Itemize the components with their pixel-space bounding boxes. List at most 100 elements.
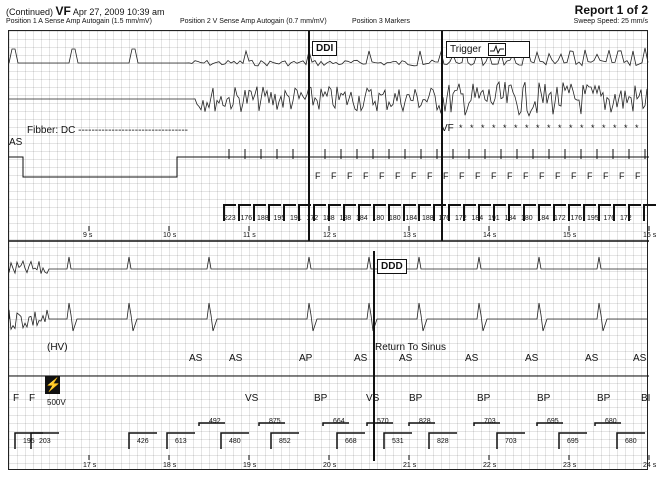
interval-bracket	[568, 204, 581, 221]
interval-value: 188	[422, 215, 434, 222]
vf-marker: *	[547, 123, 551, 133]
interval-bracket	[478, 204, 491, 221]
interval-value: 203	[39, 438, 51, 445]
interval-value: 492	[209, 418, 221, 425]
time-label: 12 s	[323, 232, 337, 239]
vf-marker: *	[558, 123, 562, 133]
bp-marker: BP	[477, 393, 491, 404]
f-marker: F	[347, 171, 353, 181]
time-label: 18 s	[163, 462, 177, 469]
vf-marker: *	[459, 123, 463, 133]
interval-bracket	[428, 432, 457, 449]
interval-bracket	[268, 204, 281, 221]
interval-value: 180	[373, 215, 385, 222]
f-marker: F	[395, 171, 401, 181]
interval-value: 875	[269, 418, 281, 425]
interval-bracket	[538, 204, 551, 221]
f-marker: F	[555, 171, 561, 181]
interval-bracket	[336, 432, 365, 449]
interval-value: 180	[521, 215, 533, 222]
trigger-box: Trigger	[446, 41, 530, 58]
interval-bracket	[30, 432, 59, 449]
interval-bracket	[373, 204, 386, 221]
title-line: (Continued) VF Apr 27, 2009 10:39 am	[6, 4, 164, 18]
interval-bracket	[496, 432, 525, 449]
datetime-label: Apr 27, 2009 10:39 am	[72, 7, 165, 17]
interval-value: 703	[505, 438, 517, 445]
time-label: 10 s	[163, 232, 177, 239]
report-page-label: Report 1 of 2	[574, 3, 648, 17]
interval-value: 188	[257, 215, 269, 222]
atrial-trace-1	[8, 47, 649, 67]
f-marker: F	[363, 171, 369, 181]
vf-label: VF	[441, 123, 454, 134]
interval-value: 680	[625, 438, 637, 445]
f-marker: F	[571, 171, 577, 181]
bp-marker: F	[29, 393, 35, 404]
interval-bracket	[598, 204, 611, 221]
interval-bracket	[508, 204, 521, 221]
f-marker: F	[315, 171, 321, 181]
interval-value: 172	[620, 215, 632, 222]
f-marker: F	[379, 171, 385, 181]
time-label: 9 s	[83, 232, 93, 239]
time-label: 15 s	[563, 232, 577, 239]
f-marker: F	[475, 171, 481, 181]
vf-marker: *	[525, 123, 529, 133]
as-marker: AP	[299, 353, 313, 364]
sweep-speed-label: Sweep Speed: 25 mm/s	[573, 18, 648, 25]
as-marker: AS	[633, 353, 647, 364]
as-marker: AS	[189, 353, 203, 364]
ddd-mode-box: DDD	[377, 259, 407, 274]
interval-value: 184	[538, 215, 550, 222]
vf-marker: *	[481, 123, 485, 133]
interval-bracket	[223, 204, 236, 221]
as-marker: AS	[585, 353, 599, 364]
vf-marker: *	[624, 123, 628, 133]
interval-bracket	[418, 204, 431, 221]
interval-value: 480	[229, 438, 241, 445]
bp-marker: VS	[245, 393, 259, 404]
interval-bracket	[366, 422, 393, 426]
interval-value: 180	[389, 215, 401, 222]
interval-bracket	[553, 204, 566, 221]
interval-bracket	[493, 204, 506, 221]
interval-bracket	[536, 422, 563, 426]
interval-bracket	[616, 432, 645, 449]
f-marker: F	[587, 171, 593, 181]
interval-value: 172	[455, 215, 467, 222]
vf-marker: *	[569, 123, 573, 133]
position1-label: Position 1 A Sense Amp Autogain (1.5 mm/…	[6, 18, 152, 25]
f-marker: F	[635, 171, 641, 181]
as-marker: AS	[525, 353, 539, 364]
interval-value: 188	[340, 215, 352, 222]
trigger-waveform-icon	[488, 43, 507, 56]
f-marker: F	[507, 171, 513, 181]
vf-marker: *	[635, 123, 639, 133]
interval-bracket	[328, 204, 341, 221]
interval-bracket	[253, 204, 266, 221]
f-marker: F	[411, 171, 417, 181]
interval-value: 426	[137, 438, 149, 445]
interval-value: 191	[488, 215, 500, 222]
interval-bracket	[558, 432, 587, 449]
vf-marker: *	[492, 123, 496, 133]
interval-bracket	[643, 204, 656, 221]
ddi-mode-box: DDI	[312, 41, 338, 56]
as-marker: AS	[354, 353, 368, 364]
interval-bracket	[628, 204, 641, 221]
as-marker: AS	[229, 353, 243, 364]
interval-value: 531	[392, 438, 404, 445]
interval-value: 223	[224, 215, 236, 222]
interval-value: 172	[554, 215, 566, 222]
interval-bracket	[583, 204, 596, 221]
as-marker: AS	[399, 353, 413, 364]
f-marker: F	[603, 171, 609, 181]
rhythm-label: VF	[55, 4, 71, 18]
interval-bracket	[383, 432, 412, 449]
vf-marker: *	[580, 123, 584, 133]
f-marker: F	[491, 171, 497, 181]
interval-bracket	[473, 422, 500, 426]
interval-value: 195	[23, 438, 35, 445]
